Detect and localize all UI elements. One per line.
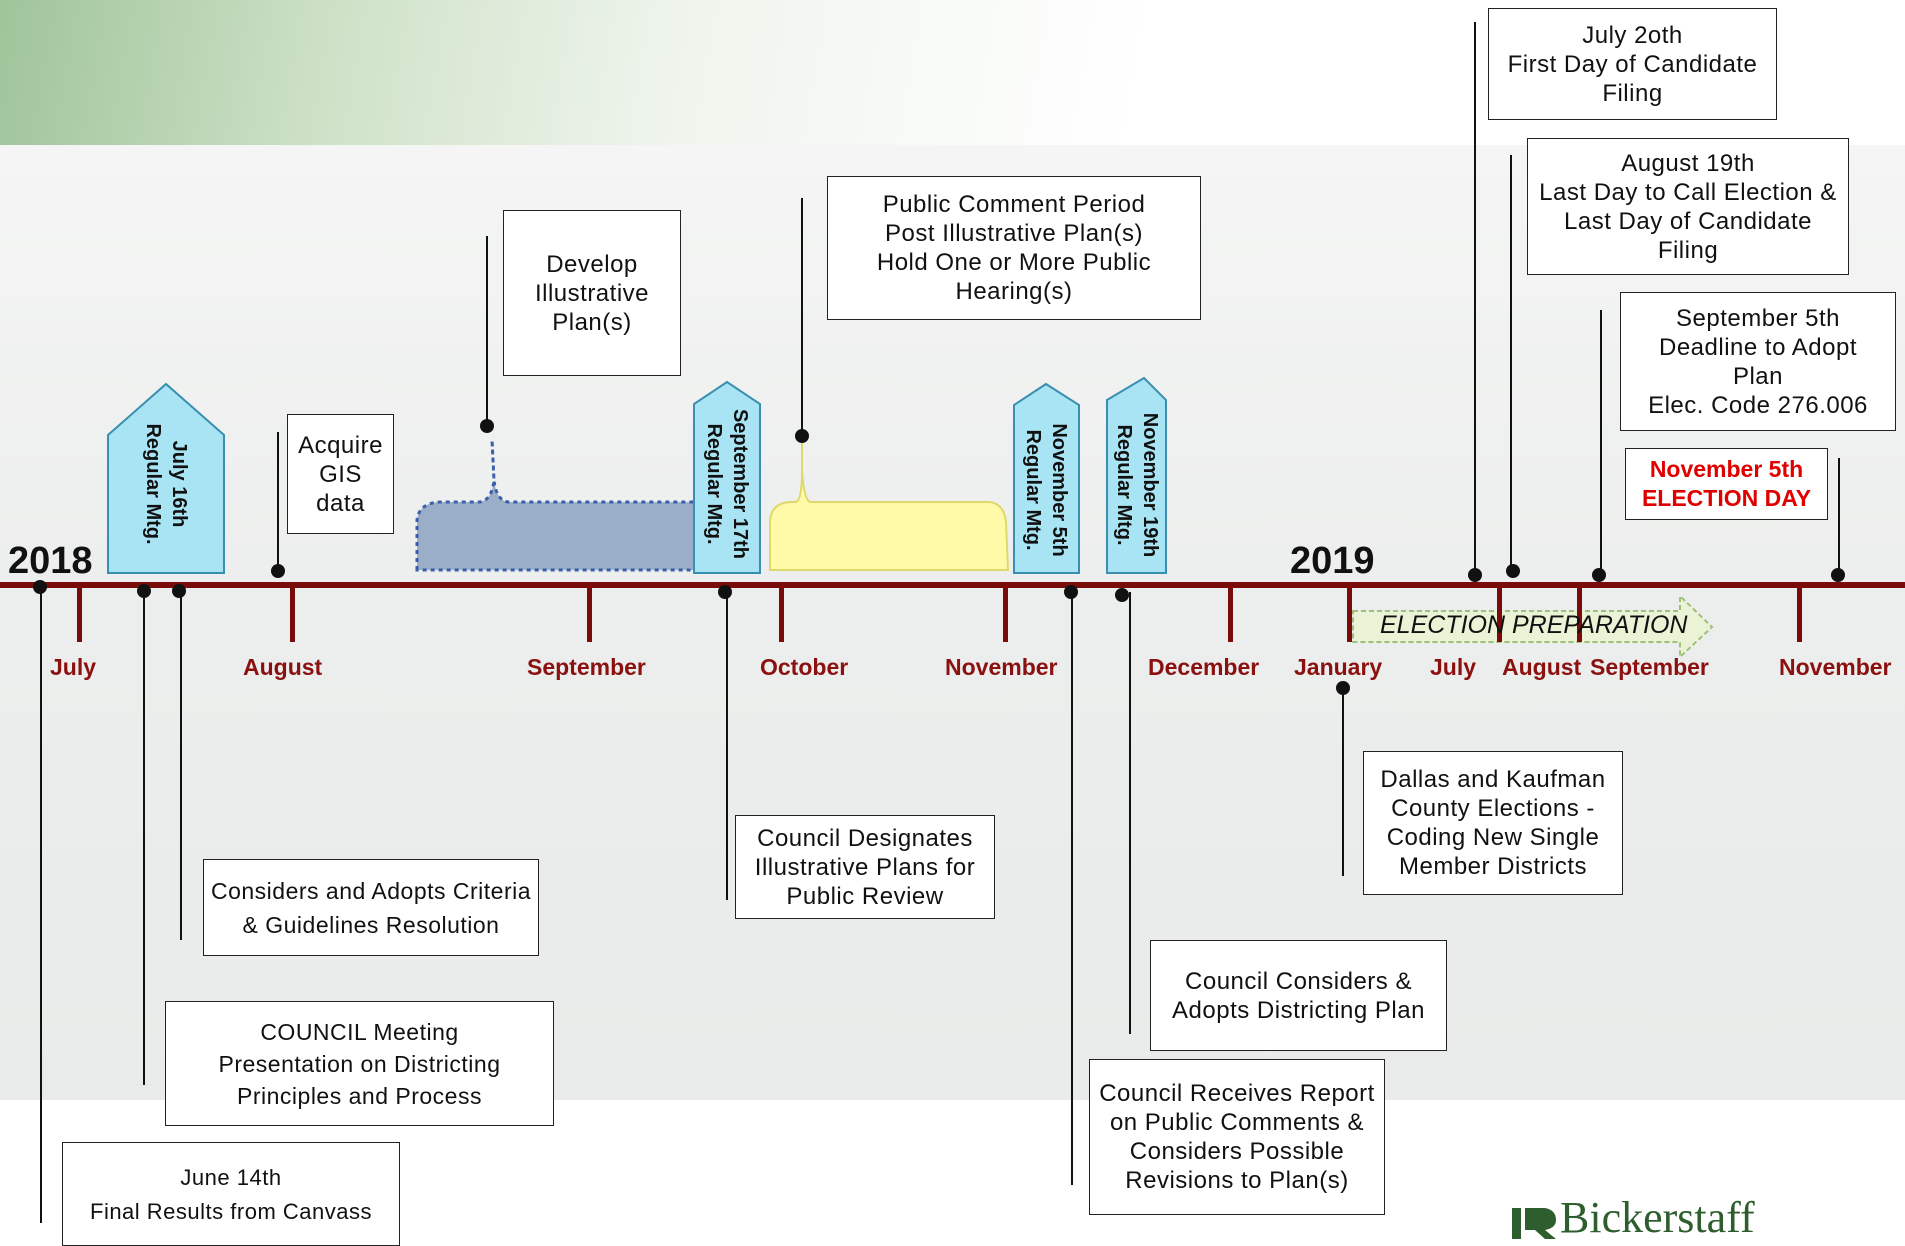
logo-mark-left — [1512, 1208, 1521, 1239]
event-dot — [795, 429, 809, 443]
event-dot — [718, 585, 732, 599]
connector-line — [1071, 592, 1073, 1185]
event-dot — [1506, 564, 1520, 578]
event-dot — [480, 419, 494, 433]
connector-line — [1342, 686, 1344, 876]
connector-line — [1600, 310, 1602, 572]
month-label: July — [1430, 654, 1477, 680]
meeting-arrow-july16 — [107, 382, 225, 574]
event-dot — [1468, 568, 1482, 582]
election-prep-arrow — [1352, 593, 1714, 660]
month-label: November — [1779, 654, 1892, 680]
month-label: November — [945, 654, 1058, 680]
connector-line — [180, 588, 182, 940]
event-dot — [1064, 585, 1078, 599]
connector-line — [801, 198, 803, 434]
month-label: September — [527, 654, 646, 680]
month-label: January — [1294, 654, 1383, 680]
election-prep-label: ELECTION PREPARATION — [1380, 611, 1688, 639]
tick-august-2018 — [290, 584, 295, 642]
criteria-box: Considers and Adopts Criteria& Guideline… — [203, 859, 539, 956]
event-dot — [1115, 588, 1129, 602]
event-dot — [1831, 568, 1845, 582]
year-2018: 2018 — [8, 540, 93, 582]
event-dot — [1336, 681, 1350, 695]
year-2019: 2019 — [1290, 540, 1375, 582]
tick-september-2019 — [1577, 584, 1582, 642]
timeline-axis — [0, 582, 1905, 588]
event-dot — [137, 584, 151, 598]
event-dot — [172, 584, 186, 598]
connector-line — [143, 588, 145, 1085]
meeting-arrow-nov19 — [1106, 376, 1167, 574]
tick-september-2018 — [587, 584, 592, 642]
connector-line — [486, 236, 488, 426]
connector-line — [1129, 592, 1131, 1034]
event-dot — [271, 564, 285, 578]
month-label: December — [1148, 654, 1260, 680]
connector-line — [1838, 458, 1840, 572]
tick-october-2018 — [779, 584, 784, 642]
tick-november-2018 — [1003, 584, 1008, 642]
plan-development-period — [415, 439, 702, 572]
adopts-plan-box: Council Considers &Adopts Districting Pl… — [1150, 940, 1447, 1051]
month-label: August — [1502, 654, 1582, 680]
event-dot — [33, 580, 47, 594]
tick-january-2019 — [1347, 584, 1352, 642]
connector-line — [1474, 22, 1476, 574]
logo-text: Bickerstaff — [1560, 1193, 1755, 1242]
tick-december-2018 — [1228, 584, 1233, 642]
month-label: July — [50, 654, 97, 680]
tick-november-2019 — [1797, 584, 1802, 642]
month-label: September — [1590, 654, 1709, 680]
event-dot — [1592, 568, 1606, 582]
connector-line — [277, 432, 279, 570]
public-comment-period — [769, 438, 1010, 571]
connector-line — [726, 588, 728, 900]
meeting-arrow-sep17 — [693, 380, 761, 574]
connector-line — [1510, 155, 1512, 570]
connector-line — [40, 588, 42, 1223]
logo-mark — [1525, 1208, 1556, 1239]
tick-july-2018 — [77, 584, 82, 642]
tick-july-2019 — [1497, 584, 1502, 642]
month-label: August — [243, 654, 323, 680]
month-label: October — [760, 654, 849, 680]
meeting-arrow-nov5 — [1013, 382, 1080, 574]
